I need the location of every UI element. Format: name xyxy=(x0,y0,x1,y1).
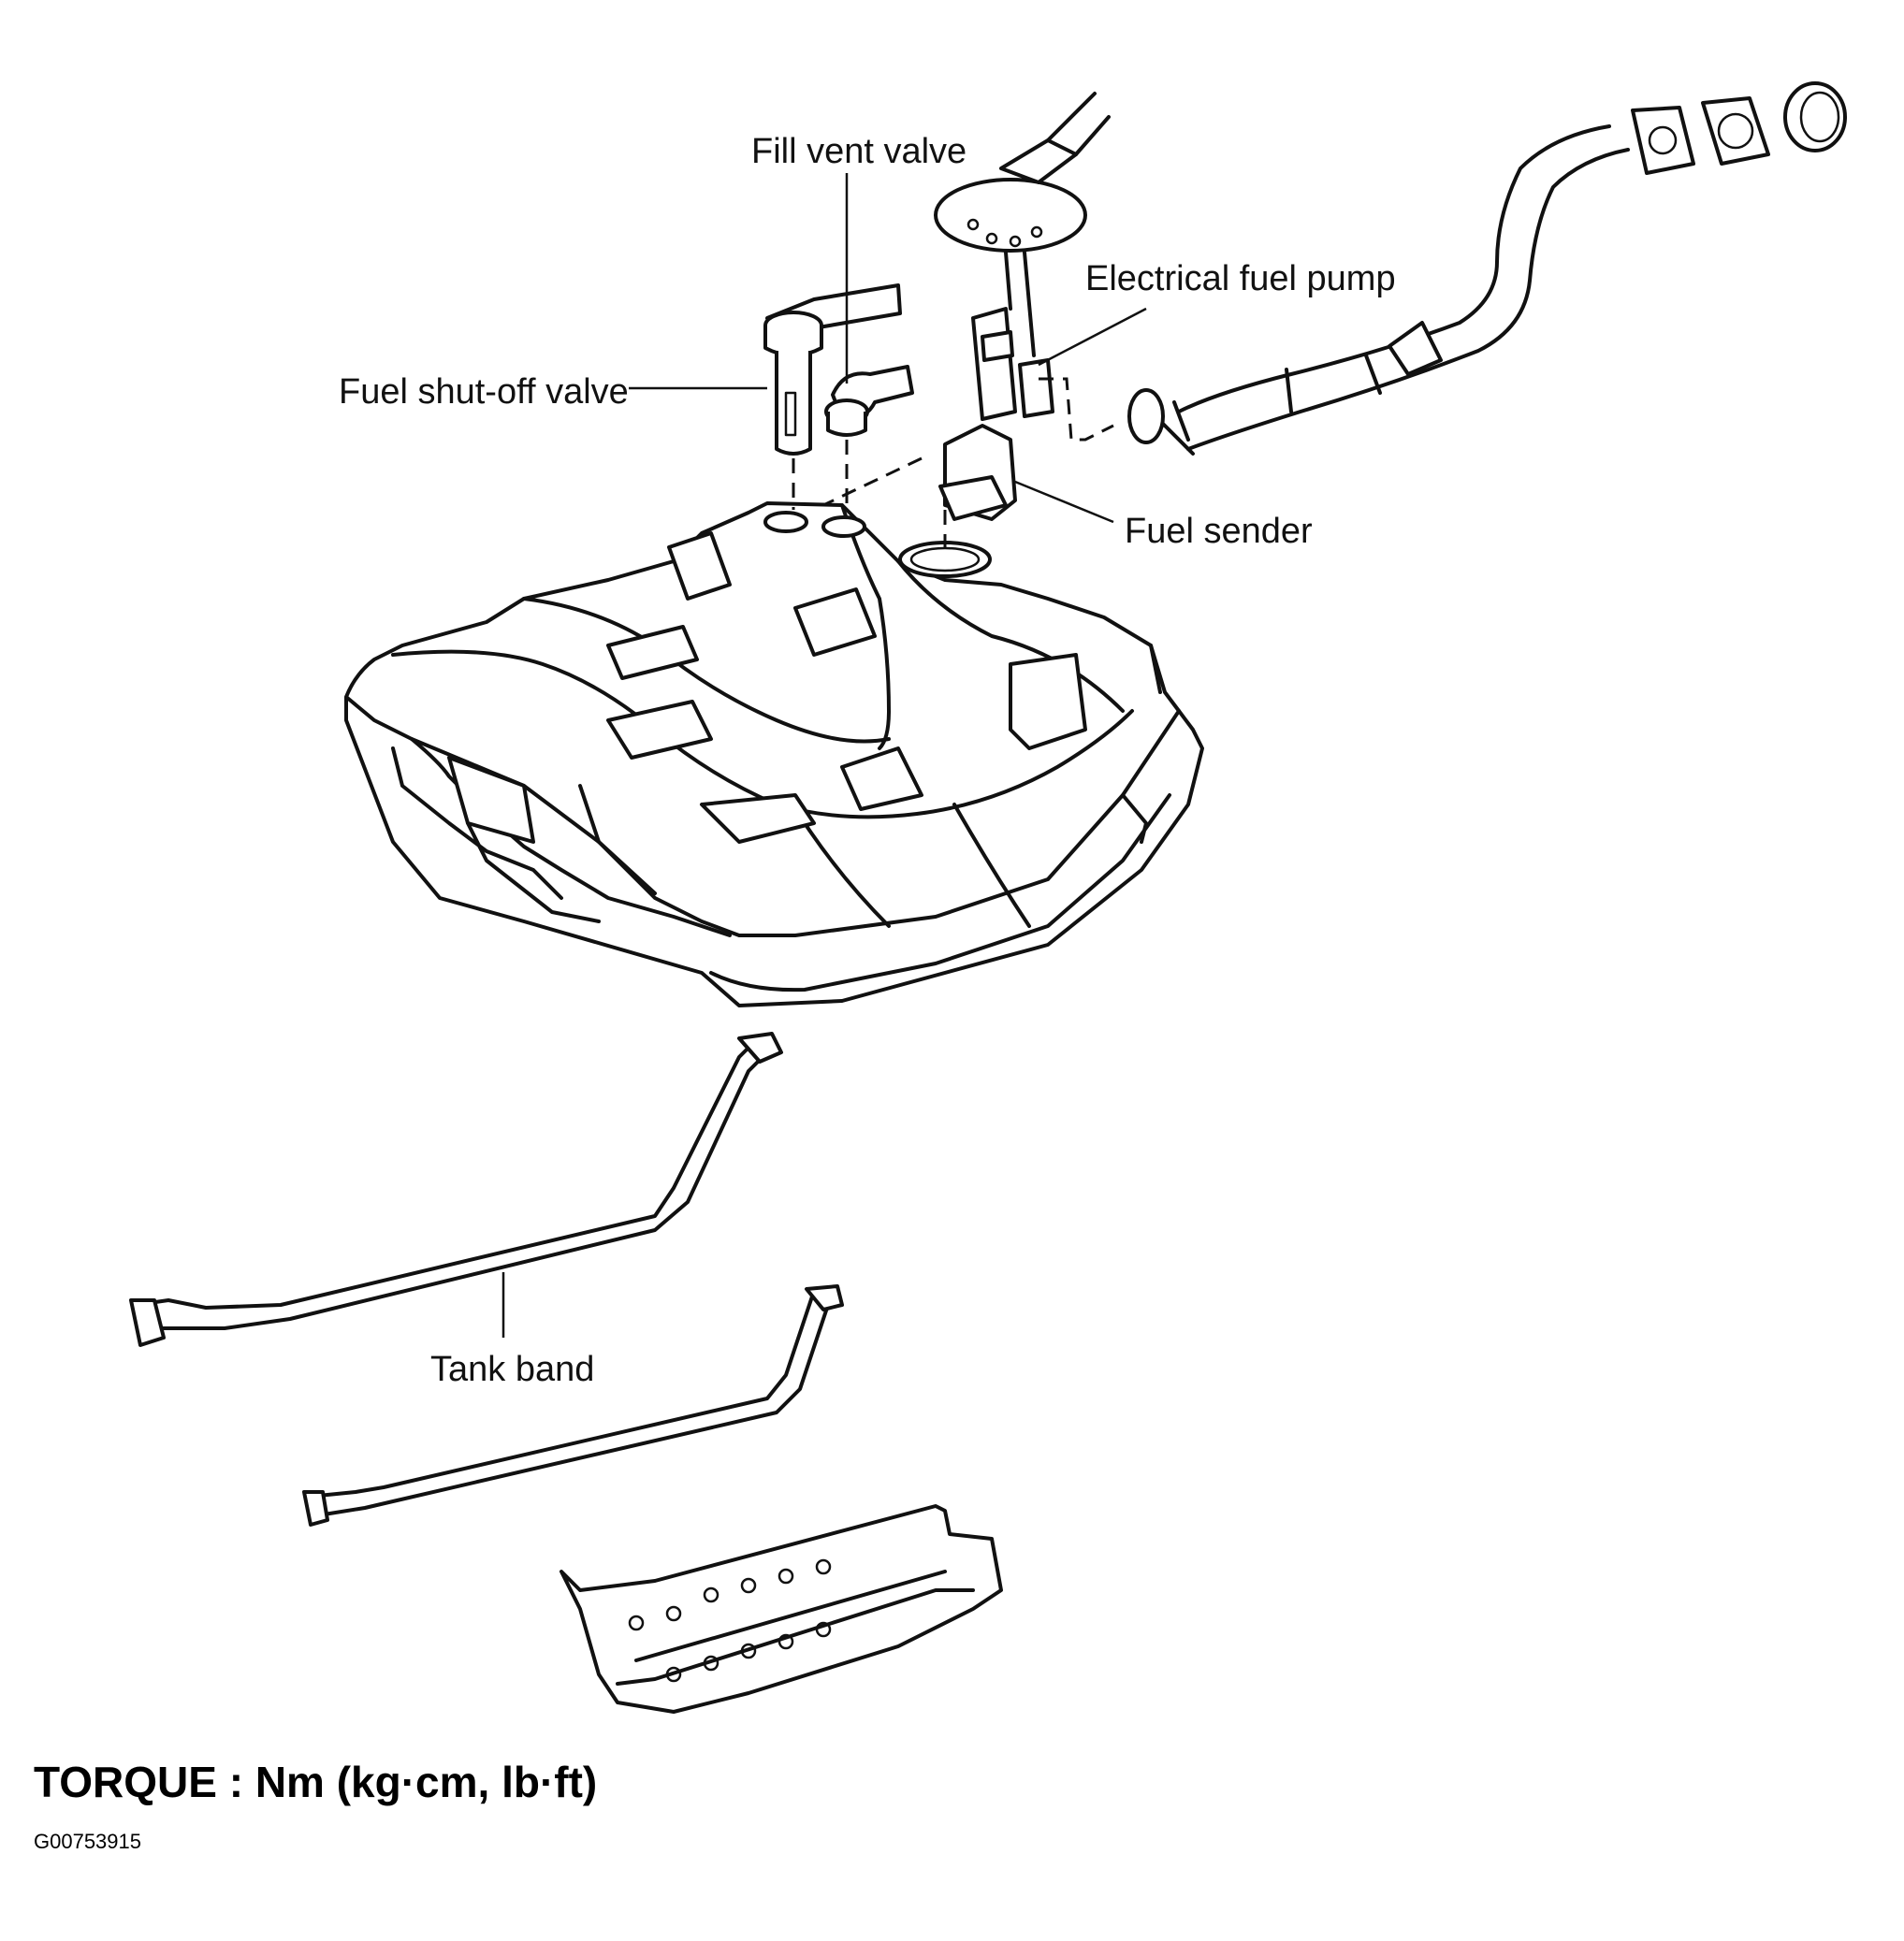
label-fuel-shutoff-valve: Fuel shut-off valve xyxy=(339,372,629,412)
tank-protector-plate xyxy=(560,1504,1003,1714)
fuel-shutoff-valve-part xyxy=(763,283,902,510)
label-electrical-fuel-pump: Electrical fuel pump xyxy=(1085,259,1396,298)
fuel-tank xyxy=(344,501,1204,1007)
fill-vent-valve-part xyxy=(824,173,914,510)
label-fuel-sender: Fuel sender xyxy=(1125,512,1313,551)
figure-code: G00753915 xyxy=(34,1830,141,1853)
fuel-pump-assembly xyxy=(822,92,1147,552)
label-fill-vent-valve: Fill vent valve xyxy=(751,132,967,171)
tank-band-lower xyxy=(302,1284,844,1527)
tank-band-upper xyxy=(129,1032,783,1347)
filler-neck-assembly xyxy=(1127,81,1847,456)
torque-note: TORQUE : Nm (kg·cm, lb·ft) xyxy=(34,1758,598,1806)
label-tank-band: Tank band xyxy=(430,1350,595,1389)
